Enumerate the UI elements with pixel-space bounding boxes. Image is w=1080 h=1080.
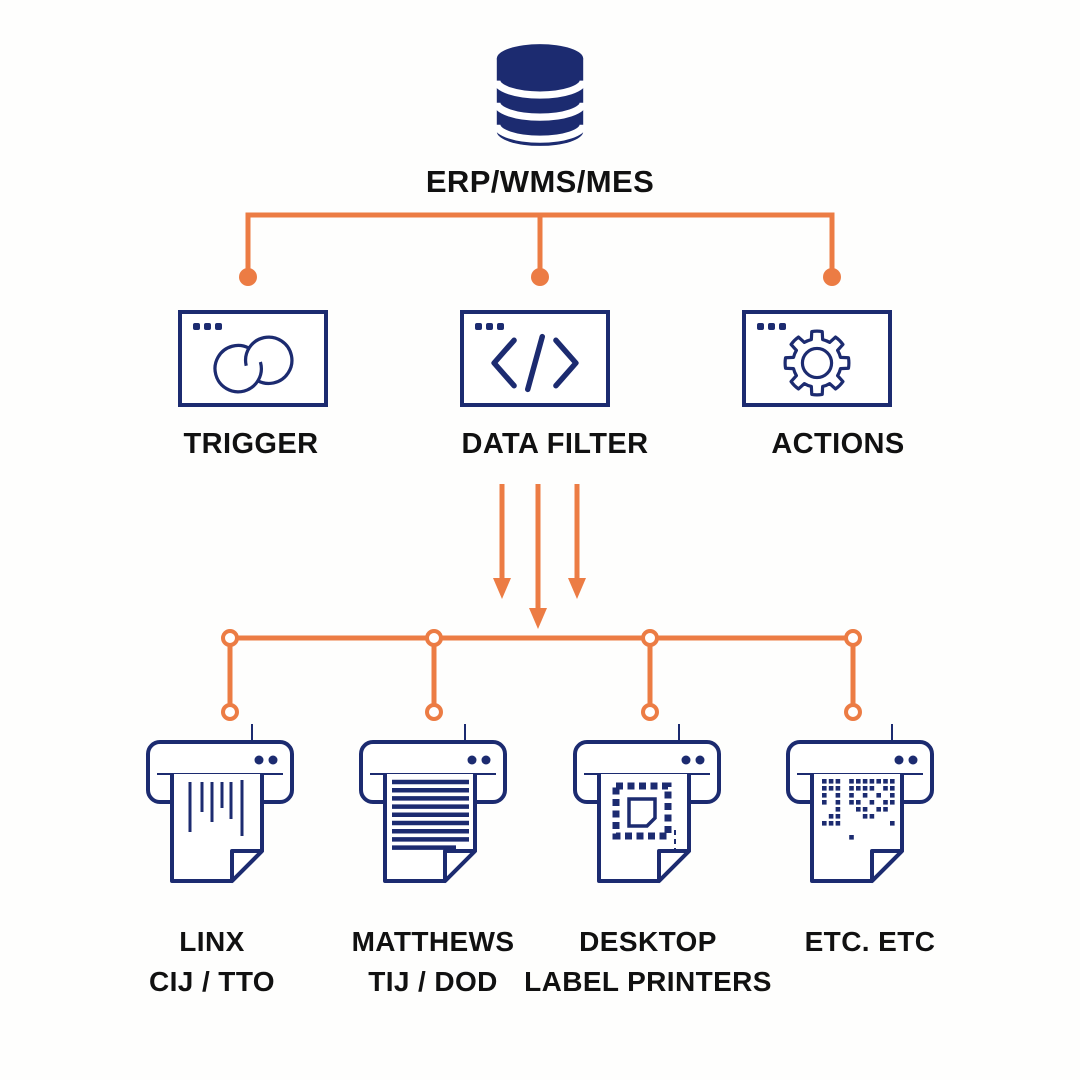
printer-textlines-icon bbox=[359, 724, 507, 883]
printer-label-line2: CIJ / TTO bbox=[149, 966, 275, 997]
printer-dots-pattern bbox=[822, 779, 895, 840]
database bbox=[492, 42, 588, 150]
actions-label: ACTIONS bbox=[771, 428, 905, 460]
source-system-label: ERP/WMS/MES bbox=[425, 164, 655, 199]
trigger-label: TRIGGER bbox=[183, 428, 319, 460]
gear-icon bbox=[783, 329, 851, 396]
printer-etc bbox=[785, 724, 935, 889]
printer-matthews bbox=[358, 724, 508, 889]
printer-label-matthews: MATTHEWS TIJ / DOD bbox=[303, 922, 563, 1002]
actions-window bbox=[742, 310, 892, 407]
printer-label-line1: DESKTOP bbox=[579, 926, 717, 957]
printer-label-linx: LINX CIJ / TTO bbox=[82, 922, 342, 1002]
printer-label-line1: LINX bbox=[179, 926, 245, 957]
database-icon bbox=[493, 44, 587, 146]
branch-dot-icons bbox=[239, 268, 841, 629]
window-dots-icon bbox=[475, 323, 504, 330]
data-filter-window bbox=[460, 310, 610, 407]
code-icon bbox=[491, 333, 579, 392]
printer-label-line1: ETC. ETC bbox=[804, 926, 936, 957]
trigger-window bbox=[178, 310, 328, 407]
printer-label-line2: LABEL PRINTERS bbox=[524, 966, 772, 997]
window-dots-icon bbox=[757, 323, 786, 330]
printer-label-desktop: DESKTOP LABEL PRINTERS bbox=[508, 922, 788, 1002]
printer-label-etc: ETC. ETC bbox=[740, 922, 1000, 962]
link-rings-icon bbox=[213, 335, 294, 393]
printer-barcode-icon bbox=[146, 724, 294, 883]
printer-label-line1: MATTHEWS bbox=[351, 926, 515, 957]
data-filter-label: DATA FILTER bbox=[461, 428, 649, 460]
printer-linx bbox=[145, 724, 295, 889]
printer-label-line2: TIJ / DOD bbox=[368, 966, 498, 997]
node-ring-icons bbox=[221, 629, 862, 721]
printer-label-icon bbox=[573, 724, 721, 883]
printer-desktop-label bbox=[572, 724, 722, 889]
printer-dotmatrix-icon bbox=[786, 724, 934, 883]
window-dots-icon bbox=[193, 323, 222, 330]
